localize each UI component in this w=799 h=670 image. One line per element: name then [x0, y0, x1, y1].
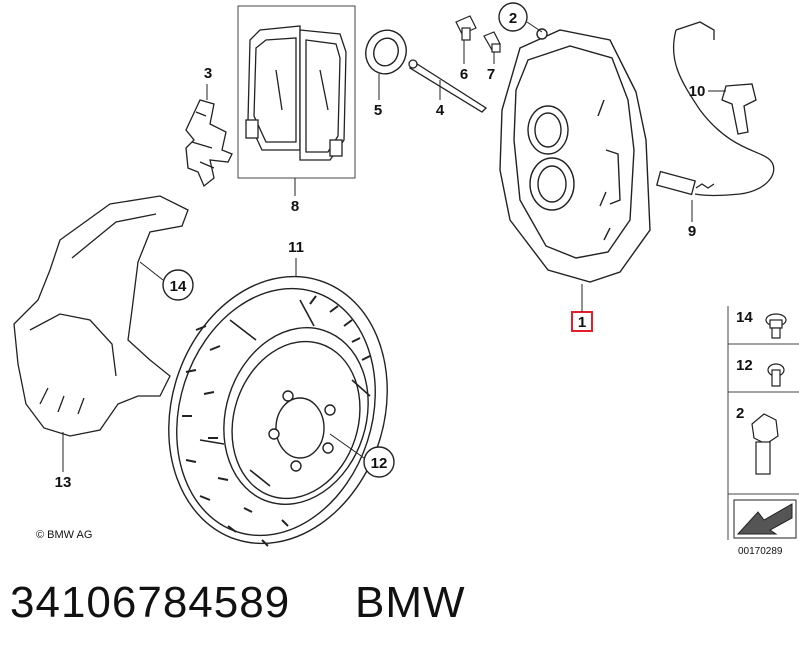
seal-ring-drawing [365, 29, 407, 75]
fastener-legend: 14 12 2 00170289 [727, 306, 799, 557]
anti-rattle-clip-drawing [185, 99, 233, 188]
brand-name: BMW [355, 578, 466, 627]
brake-caliper-drawing [499, 28, 651, 283]
caption-footer: 34106784589 BMW [0, 578, 799, 658]
brake-pad-set-drawing [237, 5, 356, 179]
label-4: 4 [436, 102, 445, 119]
screw-icon [767, 363, 785, 387]
label-5: 5 [374, 102, 382, 119]
label-13: 13 [55, 474, 72, 491]
bleeder-screw-drawing [455, 15, 477, 41]
sensor-holder-drawing [721, 83, 757, 135]
copyright-text: © BMW AG [36, 529, 92, 541]
label-2: 2 [509, 10, 517, 27]
label-11: 11 [288, 239, 304, 256]
label-1: 1 [578, 314, 586, 331]
arrow-icon [733, 499, 797, 539]
brake-disc-drawing [168, 275, 388, 547]
hex-bolt-icon [751, 413, 779, 475]
flange-bolt-icon [765, 313, 787, 339]
diagram-code: 00170289 [738, 546, 783, 557]
label-7: 7 [487, 66, 495, 83]
wear-sensor-drawing [656, 21, 775, 197]
legend-label-14: 14 [736, 309, 753, 326]
label-9: 9 [688, 223, 696, 240]
label-3: 3 [204, 65, 212, 82]
label-8: 8 [291, 198, 299, 215]
bleeder-cap-drawing [483, 31, 501, 53]
guide-pin-drawing [408, 59, 488, 113]
legend-label-12: 12 [736, 357, 753, 374]
label-10: 10 [689, 83, 706, 100]
label-14: 14 [170, 278, 187, 295]
parts-diagram: 2 3 5 4 6 7 8 10 9 1 11 14 12 13 © BMW A… [13, 2, 799, 557]
label-6: 6 [460, 66, 468, 83]
label-12: 12 [371, 455, 388, 472]
legend-label-2: 2 [736, 405, 744, 422]
backing-plate-drawing [13, 195, 189, 437]
part-number: 34106784589 [10, 578, 291, 627]
